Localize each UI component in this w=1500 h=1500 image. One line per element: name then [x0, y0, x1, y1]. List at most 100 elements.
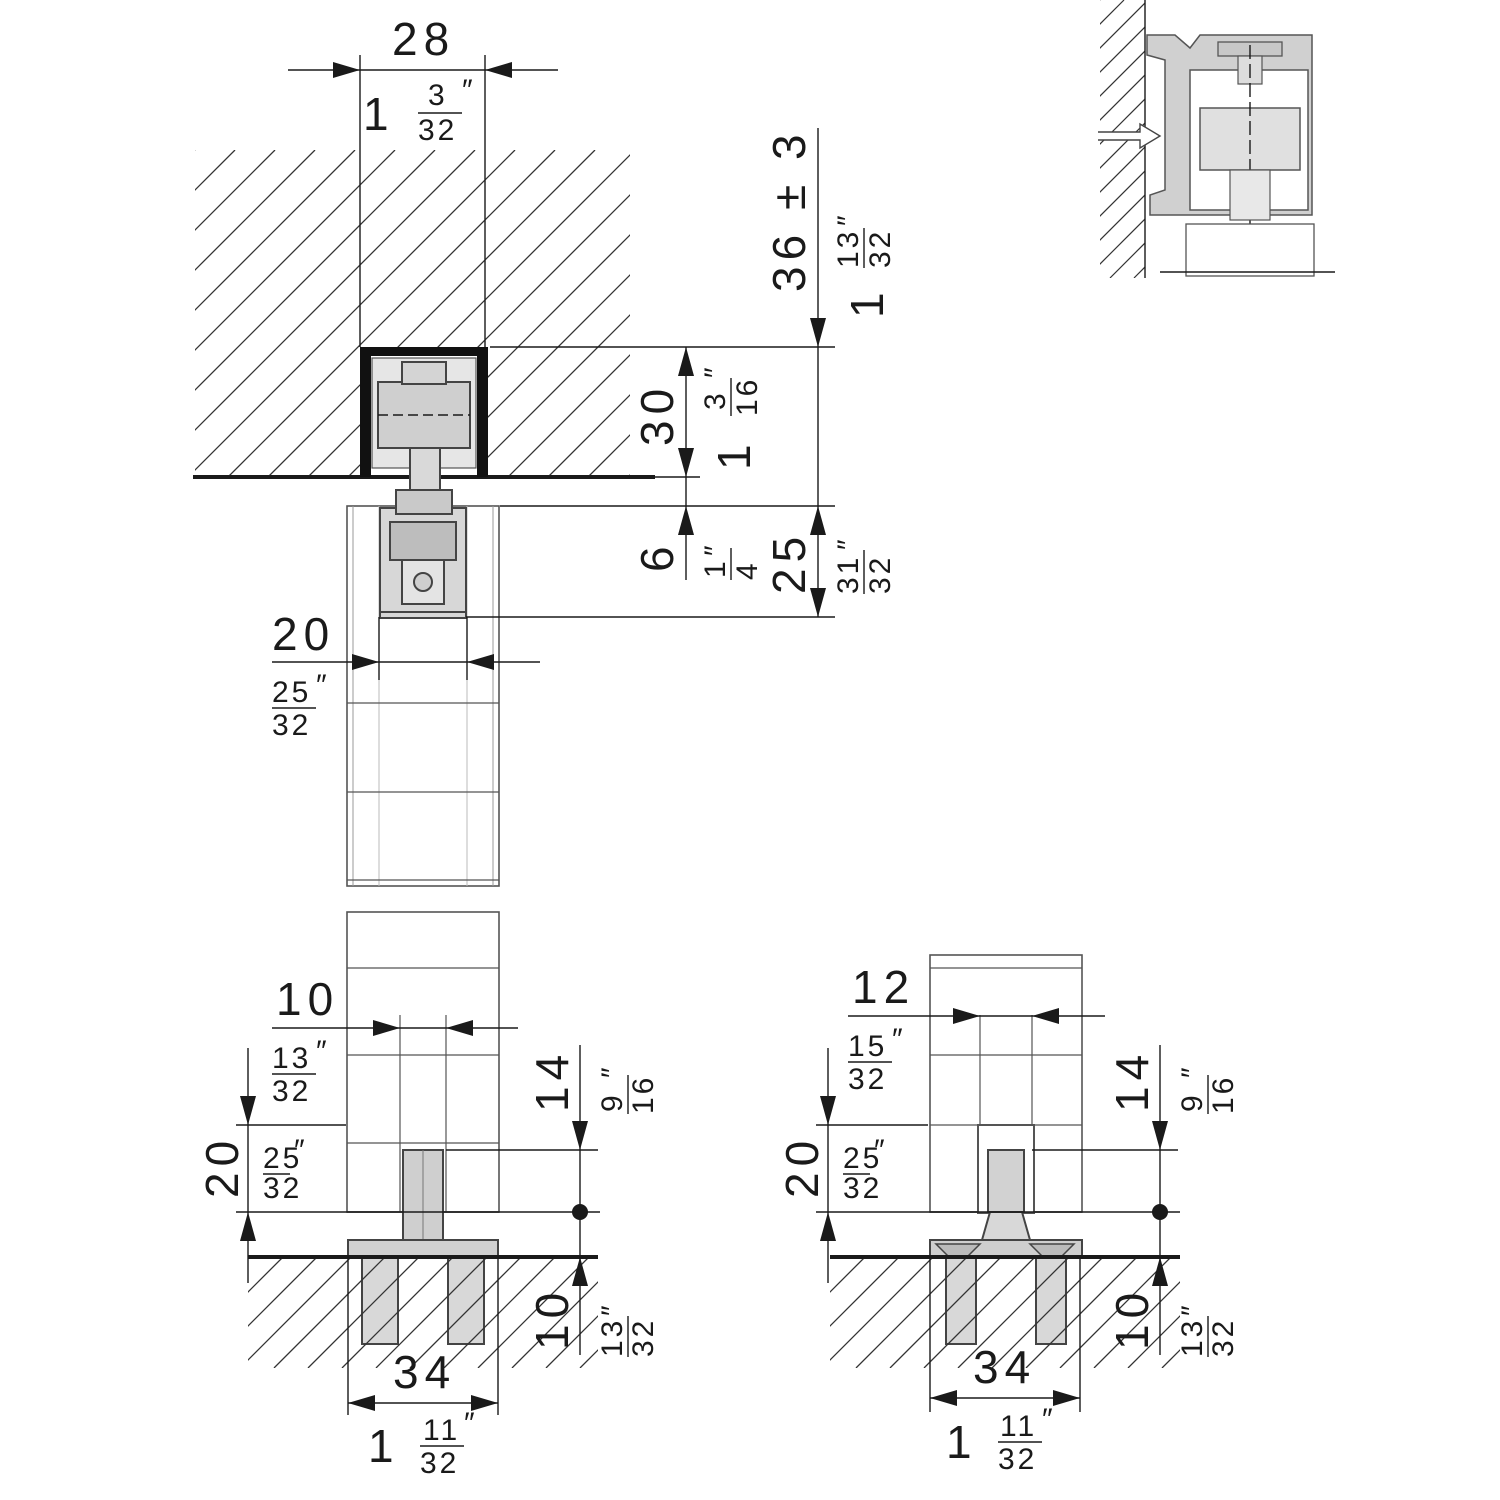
dim-base-width-34-left-inch-whole: 1: [368, 1420, 400, 1472]
arrow-head-icon: [820, 1096, 836, 1125]
dim-track-height-30-inch-den: 16: [731, 377, 764, 416]
dim-width-28-mm: 28: [392, 13, 455, 65]
dim-engagement-14-left-mm: 14: [526, 1049, 578, 1112]
arrow-head-icon: [1152, 1257, 1168, 1286]
hatch-line: [227, 150, 556, 477]
hatch-line: [248, 1258, 351, 1361]
dim-clearance-36-inch-num: 13: [832, 229, 865, 268]
hatch-line: [545, 1315, 598, 1368]
dim-gap-6-inch-num: 1: [699, 558, 732, 578]
hatch-line: [443, 1258, 555, 1368]
arrow-head-icon: [467, 654, 494, 670]
dim-floor-gap-10-left-inch-den: 32: [627, 1318, 660, 1357]
dim-guide-height-20-left-inch-den: 32: [263, 1172, 302, 1205]
hatch-line: [682, 1258, 792, 1368]
center-dot-icon: [572, 1204, 588, 1220]
hatch-line: [830, 1258, 865, 1293]
dim-base-width-34-right: 34 1 11 32 ″: [929, 1258, 1081, 1476]
hatch-line: [788, 150, 1115, 477]
dim-guide-height-20-right-inch-mark: ″: [874, 1134, 888, 1167]
hatch-line: [648, 1258, 758, 1368]
arrow-head-icon: [810, 588, 826, 617]
dim-engagement-14-right: 14 9 16 ″: [1032, 1045, 1240, 1355]
hatch-line: [1093, 1281, 1180, 1368]
dim-hanger-height-25: 25 31 32 ″: [763, 531, 897, 617]
hanger-bracket: [379, 489, 467, 619]
dim-guide-width-10-inch-mark: ″: [316, 1035, 330, 1068]
dim-track-height-30-inch-num: 3: [699, 390, 732, 410]
hatch-line: [195, 150, 236, 477]
hatch-line: [547, 150, 630, 477]
arrow-head-icon: [485, 62, 512, 78]
hatch-line: [409, 1258, 521, 1368]
inline-arrow-icon: [1098, 122, 1162, 150]
hatch-line: [855, 1258, 967, 1368]
hatch-line: [195, 150, 516, 477]
hatch-line: [267, 150, 596, 477]
dim-floor-gap-10-right-mm: 10: [1106, 1287, 1158, 1350]
dim-guide-height-20-left-inch-num: 25: [263, 1142, 302, 1175]
dim-engagement-14-left-inch-mark: ″: [596, 1064, 629, 1078]
dim-floor-gap-10-right: 10 13 32 ″: [1106, 1287, 1240, 1357]
hatch-line: [195, 150, 436, 477]
hatch-line: [1059, 1258, 1171, 1368]
dim-guide-width-10-inch-num: 13: [272, 1042, 311, 1075]
hatch-line: [1127, 1315, 1180, 1368]
arrow-head-icon: [1032, 1008, 1059, 1024]
dim-engagement-14-right-inch-mark: ″: [1176, 1064, 1209, 1078]
dim-base-width-34-left-inch-den: 32: [420, 1447, 459, 1480]
hatch-line: [1398, 0, 1500, 278]
hatch-line: [307, 1258, 419, 1368]
dim-engagement-14-left: 14 9 16 ″: [446, 1045, 660, 1355]
hatch-line: [1100, 194, 1145, 241]
dim-base-width-34-right-inch-num: 11: [1000, 1410, 1037, 1443]
dim-guide-width-10: 10 13 32 ″: [272, 973, 518, 1108]
arrow-head-icon: [810, 506, 826, 535]
dim-guide-height-20-right: 20 25 32 ″: [776, 1048, 1180, 1283]
dim-guide-width-12: 12 15 32 ″: [848, 961, 1105, 1096]
hatch-line: [830, 1258, 899, 1327]
dim-width-28-inch-den: 32: [418, 114, 457, 147]
hatch-line: [195, 150, 316, 477]
hatch-line: [1025, 1258, 1137, 1368]
dim-hanger-height-25-inch-num: 31: [832, 555, 865, 594]
hatch-line: [375, 1258, 487, 1368]
dim-engagement-14-left-inch-num: 9: [596, 1092, 629, 1112]
dim-floor-gap-10-left-inch-mark: ″: [596, 1302, 629, 1316]
arrow-head-icon: [820, 1212, 836, 1241]
arrow-head-icon: [1152, 1121, 1168, 1150]
dim-groove-20: 20 25 32 ″: [272, 608, 540, 742]
hatch-line: [195, 150, 476, 477]
dim-floor-gap-10-left-inch-num: 13: [596, 1318, 629, 1357]
floor-guide-left: [347, 1149, 499, 1345]
dim-width-28-inch-mark: ″: [462, 74, 476, 107]
dim-clearance-36: 36 ± 3 1 13 32 ″: [763, 128, 897, 617]
hatch-line: [830, 1258, 831, 1259]
dim-guide-width-10-mm: 10: [276, 973, 339, 1025]
dim-clearance-36-inch-den: 32: [864, 229, 897, 268]
arrow-head-icon: [1053, 1390, 1080, 1406]
dim-groove-20-inch-mark: ″: [316, 669, 330, 702]
dim-base-width-34-right-inch-whole: 1: [946, 1416, 978, 1468]
hatch-line: [195, 150, 396, 477]
dim-guide-height-20-right-mm: 20: [776, 1135, 828, 1198]
dim-base-width-34-left-inch-mark: ″: [464, 1407, 478, 1440]
arrow-head-icon: [678, 448, 694, 477]
arrow-head-icon: [471, 1395, 498, 1411]
dim-base-width-34-left: 34 1 11 32 ″: [347, 1258, 499, 1480]
dim-width-28-inch-whole: 1: [363, 88, 395, 140]
hatch-line: [477, 1258, 589, 1368]
dim-track-height-30-inch-whole: 1: [708, 438, 760, 470]
dim-width-28: 28 1 3 32 ″: [288, 13, 558, 147]
hatch-line: [467, 150, 630, 477]
hatch-line: [507, 150, 630, 477]
dim-guide-height-20-left: 20 25 32 ″: [196, 1048, 600, 1283]
arrow-head-icon: [240, 1212, 256, 1241]
hatch-line: [511, 1281, 598, 1368]
dim-floor-gap-10-left-mm: 10: [526, 1287, 578, 1350]
dim-hanger-height-25-inch-den: 32: [864, 555, 897, 594]
arrow-head-icon: [333, 62, 360, 78]
dim-guide-height-20-left-mm: 20: [196, 1135, 248, 1198]
arrow-head-icon: [678, 347, 694, 376]
dim-guide-width-12-inch-mark: ″: [892, 1023, 906, 1056]
